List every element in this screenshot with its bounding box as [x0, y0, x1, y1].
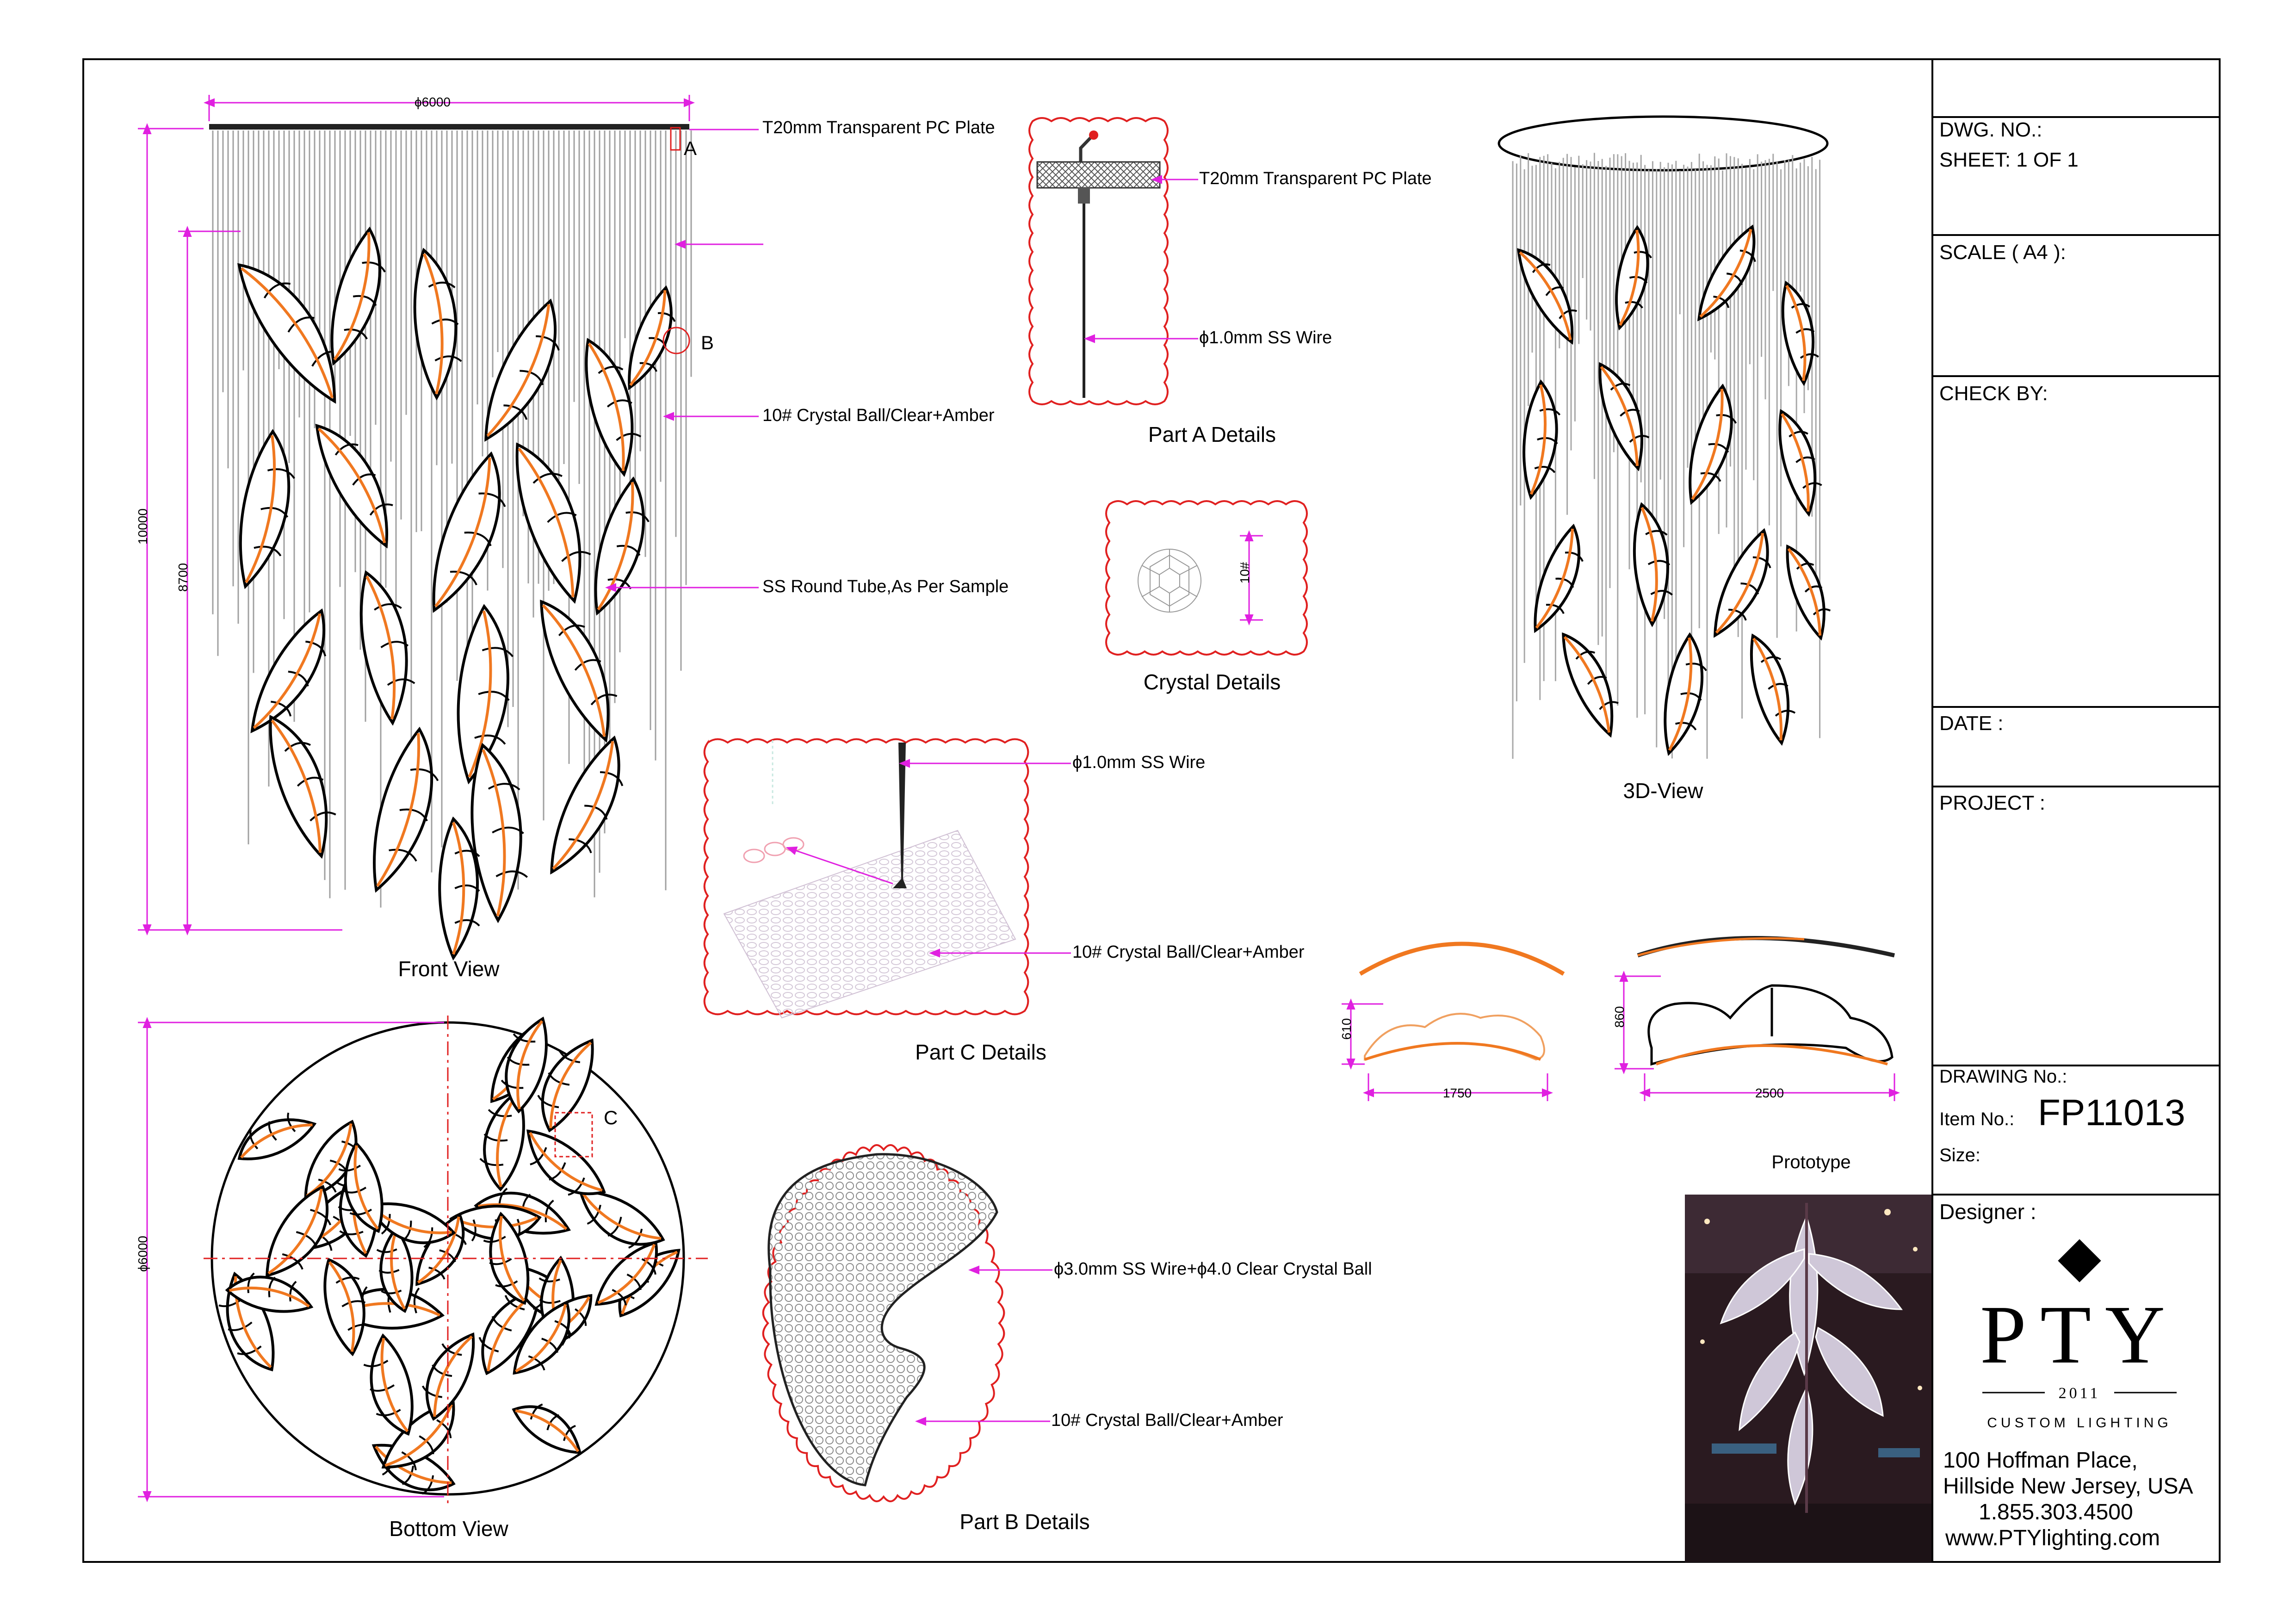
svg-text:CUSTOM LIGHTING: CUSTOM LIGHTING	[1987, 1415, 2172, 1431]
website: www.PTYlighting.com	[1945, 1526, 2160, 1550]
item-no-label: Item No.:	[1939, 1109, 2014, 1129]
prototype-title: Prototype	[1771, 1152, 1850, 1172]
dwg-no-label: DWG. NO.:	[1939, 118, 2042, 141]
part-b-detail: ϕ3.0mm SS Wire+ϕ4.0 Clear Crystal Ball 1…	[762, 1144, 1372, 1534]
marker-c: C	[604, 1107, 618, 1128]
project-label: PROJECT :	[1939, 792, 2045, 814]
designer-label: Designer :	[1939, 1200, 2036, 1224]
bottom-view-title: Bottom View	[389, 1517, 508, 1541]
check-by-label: CHECK BY:	[1939, 382, 2048, 405]
front-view-title: Front View	[398, 957, 500, 981]
crystal-ball-b-callout: 10# Crystal Ball/Clear+Amber	[1051, 1411, 1283, 1430]
size-label: Size:	[1939, 1145, 1980, 1165]
prototype-drawing: 610 1750 860 2500 Prototype	[1339, 936, 1900, 1172]
crystal-ball-c-callout: 10# Crystal Ball/Clear+Amber	[1072, 942, 1305, 962]
phone: 1.855.303.4500	[1979, 1500, 2133, 1524]
bottom-dia-dim: ϕ6000	[136, 1236, 150, 1272]
ss-wire-c-callout: ϕ1.0mm SS Wire	[1072, 753, 1205, 772]
bottom-view-drawing: C ϕ6000 Bottom View	[136, 1016, 708, 1541]
crystal-details-title: Crystal Details	[1144, 670, 1281, 694]
drawing-no-label: DRAWING No.:	[1939, 1066, 2067, 1087]
scale-label: SCALE ( A4 ):	[1939, 241, 2066, 264]
proto-large-height: 860	[1612, 1006, 1627, 1028]
ss-wire-b-callout: ϕ3.0mm SS Wire+ϕ4.0 Clear Crystal Ball	[1054, 1259, 1372, 1279]
ss-tube-callout: SS Round Tube,As Per Sample	[762, 577, 1009, 596]
front-body-height-dim: 8700	[176, 563, 190, 592]
front-height-dim: 10000	[136, 508, 150, 545]
front-view-drawing: A B ϕ6000 10000 8700 T20mm Transparent P…	[136, 95, 1009, 981]
marker-a: A	[684, 137, 697, 159]
pc-plate-a-callout: T20mm Transparent PC Plate	[1199, 169, 1432, 188]
part-a-title: Part A Details	[1148, 422, 1276, 446]
proto-large-width: 2500	[1755, 1086, 1784, 1100]
part-c-detail: ϕ1.0mm SS Wire 10# Crystal Ball/Clear+Am…	[703, 738, 1305, 1064]
three-d-view-drawing: 3D-View	[1498, 115, 1831, 803]
address-line-2: Hillside New Jersey, USA	[1943, 1474, 2193, 1499]
title-block: DWG. NO.: SHEET: 1 OF 1 SCALE ( A4 ): CH…	[1931, 59, 2220, 1562]
ss-wire-a-callout: ϕ1.0mm SS Wire	[1199, 328, 1332, 347]
crystal-ball-callout: 10# Crystal Ball/Clear+Amber	[762, 406, 995, 425]
pc-plate-callout: T20mm Transparent PC Plate	[762, 118, 995, 137]
sheet-border	[82, 58, 2221, 1563]
address-line-1: 100 Hoffman Place,	[1943, 1448, 2138, 1473]
marker-b: B	[701, 332, 714, 353]
front-pc-plate	[209, 124, 689, 130]
part-b-title: Part B Details	[959, 1510, 1089, 1534]
proto-small-width: 1750	[1443, 1086, 1472, 1100]
svg-text:2011: 2011	[2059, 1385, 2101, 1402]
three-d-view-title: 3D-View	[1623, 779, 1704, 803]
sheet-label: SHEET: 1 OF 1	[1939, 149, 2079, 171]
svg-text:PTY: PTY	[1980, 1288, 2179, 1381]
part-a-detail: T20mm Transparent PC Plate ϕ1.0mm SS Wir…	[1028, 117, 1432, 446]
crystal-detail: 10# Crystal Details	[1105, 500, 1308, 694]
pty-logo: PTY 2011 CUSTOM LIGHTING	[1980, 1239, 2179, 1431]
front-width-dim: ϕ6000	[415, 95, 451, 109]
date-label: DATE :	[1939, 712, 2004, 735]
proto-small-height: 610	[1339, 1018, 1354, 1040]
installation-photo	[1685, 1195, 1932, 1562]
part-c-title: Part C Details	[915, 1040, 1046, 1064]
item-no-value: FP11013	[2038, 1092, 2185, 1133]
crystal-size-dim: 10#	[1238, 562, 1252, 583]
